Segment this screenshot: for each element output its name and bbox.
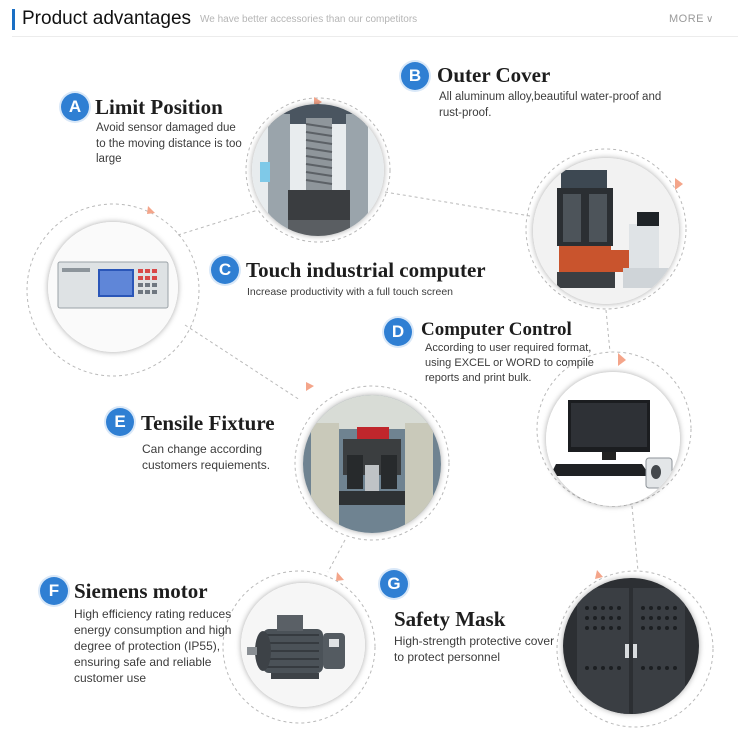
feature-desc-safety-mask: High-strength protective cover to protec…: [394, 634, 555, 664]
feature-title-touch-computer: Touch industrial computer: [246, 258, 486, 282]
computer-photo: [546, 372, 680, 506]
badge-d: D: [384, 318, 412, 346]
feature-title-safety-mask: Safety Mask: [394, 607, 506, 631]
feature-desc-outer-cover: All aluminum alloy,beautiful water-proof…: [439, 91, 662, 119]
header-accent-bar: [12, 9, 15, 30]
more-label: MORE: [669, 13, 704, 25]
page-title: Product advantages: [22, 8, 192, 29]
more-link[interactable]: MORE∨: [669, 13, 714, 25]
feature-desc-computer-control: According to user required format, using…: [425, 342, 594, 384]
badge-a: A: [61, 93, 89, 121]
badge-f: F: [40, 577, 68, 605]
feature-title-outer-cover: Outer Cover: [437, 63, 551, 87]
badge-g: G: [380, 570, 408, 598]
motor-photo: [241, 583, 365, 707]
feature-desc-tensile-fixture: Can change according customers requiemen…: [142, 442, 271, 472]
badge-b: B: [401, 62, 429, 90]
controller-panel-photo: [48, 222, 178, 352]
header-divider: [12, 36, 738, 37]
safety-mask-photo: [563, 578, 699, 714]
feature-desc-siemens-motor: High efficiency rating reduces energy co…: [74, 607, 232, 685]
feature-desc-touch-computer: Increase productivity with a full touch …: [247, 286, 454, 298]
fixture-photo: [303, 395, 441, 533]
feature-title-computer-control: Computer Control: [421, 319, 572, 340]
screw-column-photo: [252, 104, 384, 236]
badge-c: C: [211, 256, 239, 284]
chevron-down-icon: ∨: [706, 14, 714, 25]
testing-machine-photo: [533, 158, 679, 304]
feature-title-limit-position: Limit Position: [95, 95, 223, 119]
page-subtitle: We have better accessories than our comp…: [200, 14, 418, 25]
feature-title-siemens-motor: Siemens motor: [74, 579, 208, 603]
feature-desc-limit-position: Avoid sensor damaged due to the moving d…: [96, 122, 242, 165]
badge-e: E: [106, 408, 134, 436]
feature-title-tensile-fixture: Tensile Fixture: [141, 411, 275, 435]
